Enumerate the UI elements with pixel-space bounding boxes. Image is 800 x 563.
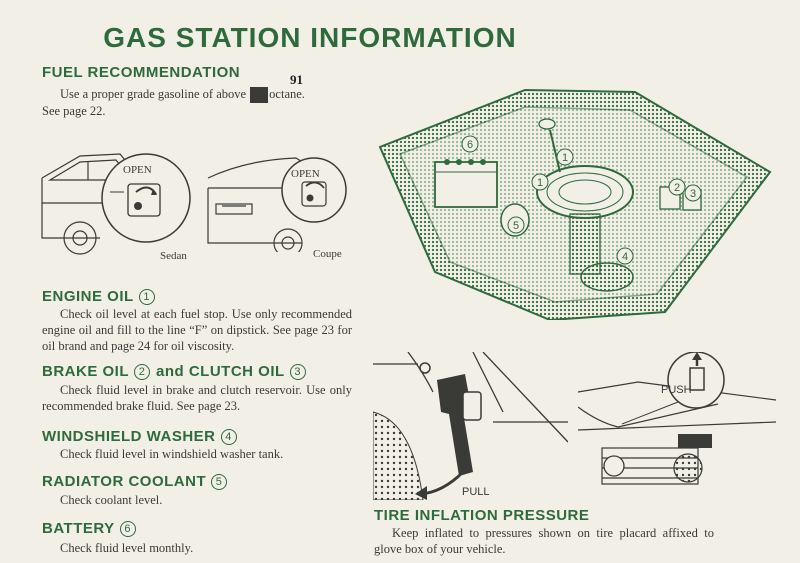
battery-heading-label: BATTERY bbox=[42, 520, 115, 537]
pull-label: PULL bbox=[462, 486, 490, 498]
radiator-heading-label: RADIATOR COOLANT bbox=[42, 473, 207, 490]
tire-heading: TIRE INFLATION PRESSURE bbox=[374, 507, 589, 524]
callout-5: 5 bbox=[513, 220, 519, 232]
tire-text: Keep inflated to pressures shown on tire… bbox=[374, 526, 714, 556]
radiator-number: 5 bbox=[211, 473, 228, 490]
coupe-fuel-lid-illustration bbox=[207, 157, 347, 252]
engine-oil-text: Check oil level at each fuel stop. Use o… bbox=[42, 307, 352, 353]
washer-heading-label: WINDSHIELD WASHER bbox=[42, 428, 216, 445]
engine-oil-heading: ENGINE OIL 1 bbox=[42, 288, 155, 305]
washer-number: 4 bbox=[220, 428, 237, 445]
hood-latch-illustration bbox=[578, 352, 776, 485]
coupe-zoom-circle bbox=[281, 157, 347, 223]
battery-number: 6 bbox=[119, 520, 136, 537]
clutch-oil-number: 3 bbox=[289, 363, 306, 380]
page-title: GAS STATION INFORMATION bbox=[103, 22, 517, 53]
push-label: PUSH bbox=[661, 384, 692, 396]
brake-clutch-heading: BRAKE OIL 2 and CLUTCH OIL 3 bbox=[42, 363, 306, 380]
battery-drawing bbox=[434, 161, 498, 208]
coupe-open-label: OPEN bbox=[291, 168, 320, 180]
octane-number: 91 bbox=[290, 72, 303, 87]
fuel-text: Use a proper grade gasoline of above oct… bbox=[42, 86, 362, 119]
fuel-text-post: octane. bbox=[269, 87, 305, 101]
fuel-heading-label: FUEL RECOMMENDATION bbox=[42, 64, 241, 81]
octane-redaction bbox=[250, 87, 269, 104]
fuel-text-pre: Use a proper grade gasoline of above bbox=[60, 87, 247, 101]
sedan-fuel-lid-illustration bbox=[41, 153, 191, 255]
tire-heading-label: TIRE INFLATION PRESSURE bbox=[374, 507, 590, 524]
battery-text: Check fluid level monthly. bbox=[60, 541, 194, 555]
sedan-zoom-circle bbox=[101, 153, 191, 243]
radiator-heading: RADIATOR COOLANT 5 bbox=[42, 473, 228, 490]
fuel-heading: FUEL RECOMMENDATION bbox=[42, 64, 240, 81]
fuel-see-page: See page 22. bbox=[42, 104, 106, 119]
engine-oil-number: 1 bbox=[138, 288, 155, 305]
callout-1b: 1 bbox=[537, 177, 543, 189]
callout-1a: 1 bbox=[562, 152, 568, 164]
engine-bay-illustration: 6 1 1 2 3 5 4 bbox=[378, 88, 772, 320]
callout-2: 2 bbox=[674, 182, 680, 194]
brake-clutch-text: Check fluid level in brake and clutch re… bbox=[42, 383, 352, 413]
washer-text: Check fluid level in windshield washer t… bbox=[60, 447, 284, 461]
sedan-open-label: OPEN bbox=[123, 164, 152, 176]
radiator-text: Check coolant level. bbox=[60, 493, 163, 507]
clutch-oil-heading-label: and CLUTCH OIL bbox=[156, 363, 285, 380]
sedan-caption: Sedan bbox=[160, 250, 187, 262]
callout-4: 4 bbox=[622, 251, 628, 263]
coupe-caption: Coupe bbox=[313, 248, 342, 260]
engine-oil-heading-label: ENGINE OIL bbox=[42, 288, 134, 305]
washer-heading: WINDSHIELD WASHER 4 bbox=[42, 428, 237, 445]
callout-3: 3 bbox=[690, 188, 696, 200]
brake-oil-number: 2 bbox=[134, 363, 150, 380]
hood-release-illustration bbox=[373, 352, 568, 500]
callout-6: 6 bbox=[467, 139, 473, 151]
brake-oil-heading-label: BRAKE OIL bbox=[42, 363, 129, 380]
battery-heading: BATTERY 6 bbox=[42, 520, 136, 537]
